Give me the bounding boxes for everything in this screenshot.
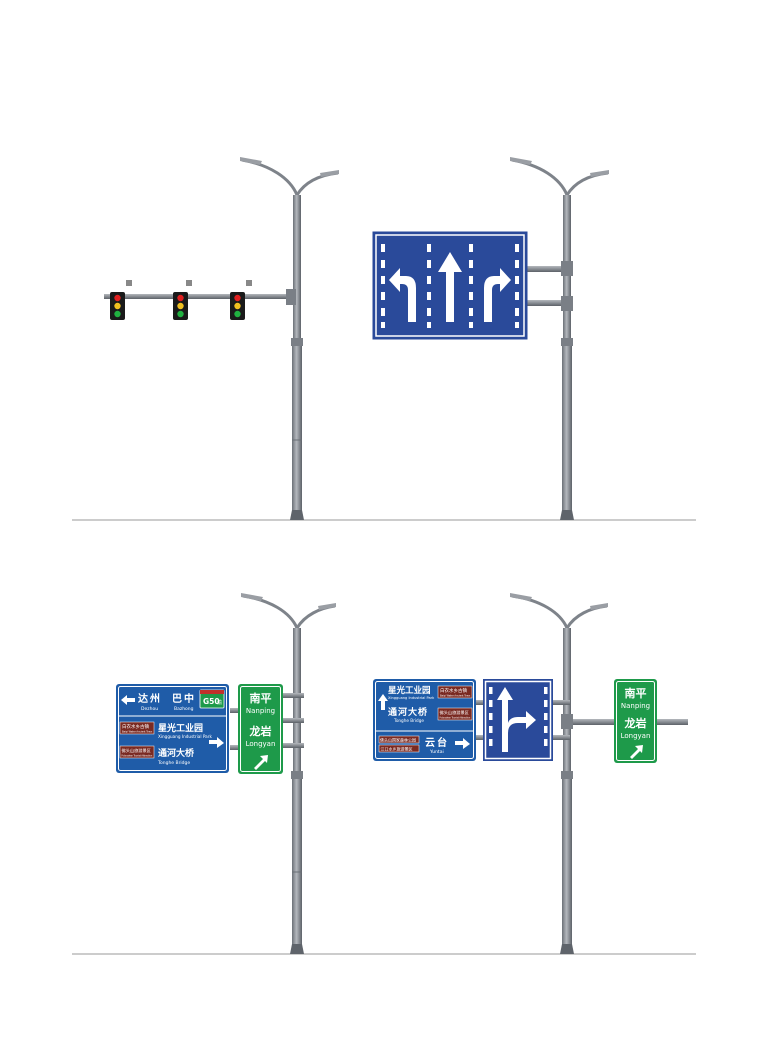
brown-tag-a [119, 721, 155, 735]
dest-row1-left-en: Dezhou [141, 706, 158, 712]
yellow-lamp [234, 302, 241, 310]
traffic-light-2 [173, 280, 192, 320]
lamp-head-left [240, 157, 262, 165]
dest-row1-left: 达州 [138, 692, 162, 705]
svg-text:Xingguang Industrial Park: Xingguang Industrial Park [388, 696, 435, 700]
svg-text:佛头山旅游景区: 佛头山旅游景区 [440, 709, 469, 716]
svg-text:Yuntai: Yuntai [429, 749, 444, 755]
dest-row2-main-en: Xingguang Industrial Park [158, 734, 212, 739]
svg-text:龙岩: 龙岩 [249, 724, 272, 738]
right-arrow-icon [455, 738, 470, 749]
red-lamp [114, 294, 121, 302]
green-lamp [234, 310, 241, 318]
sign-bracket-upper [526, 266, 570, 272]
svg-text:Nanping: Nanping [621, 702, 650, 710]
green-sign-c: 南平 Nanping 龙岩 Longyan [238, 684, 283, 774]
pole-guide-signs-c [230, 593, 336, 954]
pole-base [290, 510, 304, 520]
guide-sign-c: 达州 Dezhou 巴中 Bazhong G50 渝 白衣水乡古镇 Baiyi … [116, 684, 229, 773]
green-lamp [114, 310, 121, 318]
dest-row1-mid: 巴中 [172, 692, 196, 705]
svg-text:龙岩: 龙岩 [624, 716, 647, 730]
traffic-light-1 [110, 280, 132, 320]
guide-sign-d: 星光工业园 Xingguang Industrial Park 白衣水乡古镇 B… [373, 679, 476, 761]
left-turn-arrow-icon [389, 268, 416, 322]
svg-text:Longyan: Longyan [621, 732, 651, 740]
svg-text:Baiyi Water Ancient Town: Baiyi Water Ancient Town [122, 731, 153, 734]
traffic-arm [104, 294, 294, 299]
svg-text:云台: 云台 [425, 736, 449, 749]
route-badge: G50 渝 [199, 689, 225, 709]
pole-joint [291, 338, 303, 346]
svg-text:江口水乡旅游景区: 江口水乡旅游景区 [381, 746, 413, 752]
red-lamp [234, 294, 241, 302]
right-arrow-icon [209, 737, 224, 748]
svg-text:佛头山旅游景区: 佛头山旅游景区 [122, 747, 151, 754]
svg-text:星光工业园: 星光工业园 [388, 685, 431, 696]
green-lamp [177, 310, 184, 318]
lane-dividers [381, 244, 519, 328]
pole-traffic-light [104, 157, 339, 520]
svg-text:白衣水乡古镇: 白衣水乡古镇 [122, 723, 149, 730]
dest-row2-main: 星光工业园 [158, 722, 203, 734]
yellow-lamp [177, 302, 184, 310]
pole-shaft [293, 195, 301, 345]
dest-row3-main-en: Tonghe Bridge [157, 760, 190, 766]
lane-guidance-sign [372, 231, 528, 340]
svg-text:Nanping: Nanping [246, 707, 275, 715]
lane-sign-d [483, 679, 553, 761]
up-right-arrow-icon [254, 755, 268, 770]
svg-text:南平: 南平 [250, 691, 272, 705]
traffic-light-3 [230, 280, 252, 320]
sign-bracket-lower [526, 300, 570, 306]
straight-and-right-arrow-icon [497, 687, 536, 752]
dest-row1-mid-en: Bazhong [174, 706, 194, 712]
pole-lane-sign [510, 157, 609, 520]
svg-text:Fotoushan Tourist Attraction: Fotoushan Tourist Attraction [122, 755, 153, 758]
left-arrow-icon [121, 695, 135, 705]
pole-shaft-lower [292, 345, 302, 515]
red-lamp [177, 294, 184, 302]
svg-text:Tonghe Bridge: Tonghe Bridge [393, 718, 424, 723]
svg-text:Longyan: Longyan [246, 740, 276, 748]
pole-guide-signs-d [473, 593, 688, 954]
lamp-arm-left [241, 158, 299, 196]
up-arrow-icon [378, 694, 388, 710]
green-sign-d: 南平 Nanping 龙岩 Longyan [614, 679, 657, 763]
svg-text:佛头山国家森林公园: 佛头山国家森林公园 [380, 737, 416, 743]
svg-text:南平: 南平 [625, 686, 647, 700]
svg-text:G50: G50 [203, 697, 220, 706]
dest-row3-main: 通河大桥 [158, 747, 195, 759]
yellow-lamp [114, 302, 121, 310]
svg-text:Fotoushan Tourist Attraction: Fotoushan Tourist Attraction [440, 717, 471, 720]
straight-arrow-icon [438, 252, 462, 322]
up-right-arrow-icon [630, 745, 643, 759]
lamp-arm-right [295, 171, 339, 196]
traffic-arm-clamp [286, 289, 296, 305]
svg-text:Baiyi Water Ancient Town: Baiyi Water Ancient Town [440, 695, 471, 698]
svg-text:渝: 渝 [217, 699, 222, 706]
svg-text:通河大桥: 通河大桥 [388, 706, 428, 718]
svg-text:白衣水乡古镇: 白衣水乡古镇 [440, 687, 467, 694]
brown-tag-b [119, 745, 155, 759]
right-turn-arrow-icon [484, 268, 511, 322]
lamp-head-right [320, 170, 339, 177]
